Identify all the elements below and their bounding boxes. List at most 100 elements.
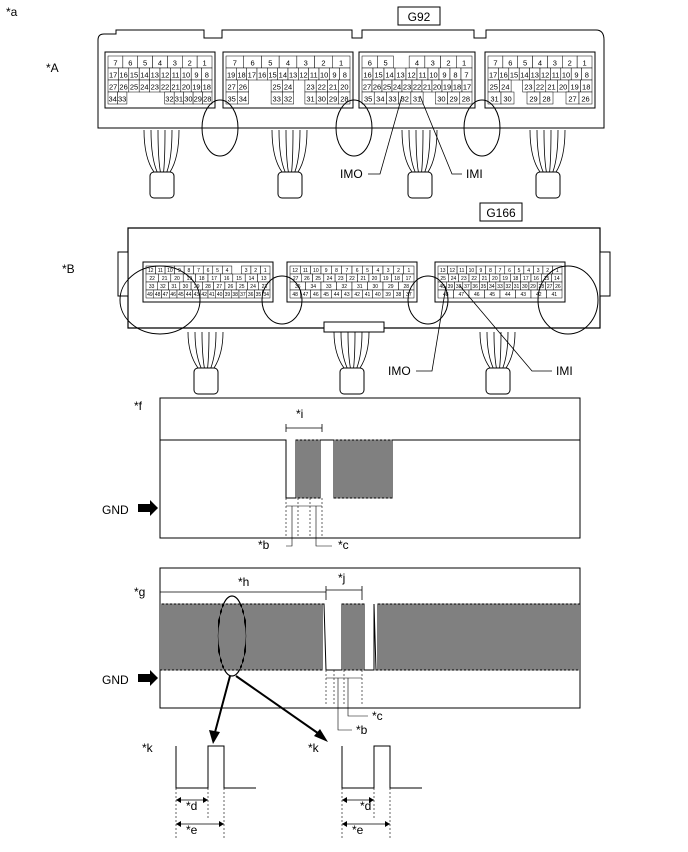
connector-a-pin-label: 2 [446,58,450,67]
connector-a-pin-label: 24 [140,82,148,91]
connector-a-pin-label: 27 [363,82,371,91]
connector-a-pin-label: 14 [279,70,287,79]
connector-a-pin-label: 10 [320,70,328,79]
connector-b-pin-label: 22 [471,276,477,282]
detail-right-trace [341,745,422,789]
connector-b-pin-label: 47 [303,292,309,298]
connector-a-pin-label: 1 [339,58,343,67]
connector-a-pin-label: 5 [268,58,272,67]
harness-wire [486,331,494,369]
connector-a-pin-label: 20 [559,82,567,91]
connector-b-pin-label: 6 [356,268,359,274]
connector-b-pin-label: 20 [492,276,498,282]
connector-b-pin-label: 12 [148,268,154,274]
connector-a-pin-label: 1 [462,58,466,67]
connector-b-pin-label: 30 [372,284,378,290]
connector-b-pin-label: 24 [250,284,256,290]
connector-b-pin-label: 23 [461,276,467,282]
connector-a-pin-label: 10 [429,70,437,79]
connector-a-pin-label: 18 [203,82,211,91]
zoom-ellipse [217,595,247,677]
connector-a-pin-label: 21 [423,82,431,91]
harness-wire [187,331,199,369]
connector-a-pin-label: 24 [501,82,509,91]
connector-b-pin-label: 15 [544,276,550,282]
connector-a-pin-label: 22 [536,82,544,91]
connector-a-pin-label: 15 [510,70,518,79]
connector-a-pin-label: 30 [503,94,511,103]
connector-b-pin-label: 44 [186,292,192,298]
connector-a-pin-label: 26 [581,94,589,103]
detail-left-trace [175,745,256,789]
label-c-g: *c [372,709,383,723]
connector-b-pin-label: 28 [205,284,211,290]
connector-a-pin-label: 31 [413,94,421,103]
label-j: *j [338,571,345,585]
connector-a-pin-label: 20 [340,82,348,91]
connector-a-pin-label: 18 [453,82,461,91]
connector-a-pin-label: 10 [562,70,570,79]
label-b-g: *b [356,723,368,737]
harness-wire [549,129,552,173]
connector-b-imi-leader [459,285,552,372]
connector-a-imo-label: IMO [340,167,363,181]
connector-b-pin-label: 30 [522,284,528,290]
harness-loop [335,99,373,157]
connector-b-pin-label: 1 [264,268,267,274]
harness-wire [157,129,161,173]
label-e-right: *e [352,823,364,837]
connector-b-pin-label: 5 [366,268,369,274]
connector-b-pin-label: 19 [502,276,508,282]
harness-wire [213,331,224,369]
connector-b-pin-label: 18 [394,276,400,282]
connector-b-pin-label: 12 [292,268,298,274]
connector-b-harness [119,265,599,395]
label-d-right: *d [360,799,371,813]
connector-a-pin-cell [459,91,473,105]
connector-a-pin-label: 2 [321,58,325,67]
connector-b-pin-label: 6 [508,268,511,274]
connector-a-pin-label: 8 [585,70,589,79]
label-k-left: *k [142,741,154,755]
connector-b-pin-label: 39 [385,292,391,298]
connector-b-pin-label: 24 [451,276,457,282]
connector-a-pin-cell [202,91,213,105]
connector-a-pin-label: 21 [329,82,337,91]
connector-b-pin-label: 43 [344,292,350,298]
connector-a-pin-label: 29 [449,94,457,103]
connector-a-pin-label: 1 [582,58,586,67]
connector-b-pin-label: 32 [341,284,347,290]
connector-b-pin-label: 38 [396,292,402,298]
detail-dim-lines [176,799,224,825]
connector-b-pin-label: 3 [245,268,248,274]
connector-b-pin-label: 12 [450,268,456,274]
connector-b-pin-label: 9 [325,268,328,274]
connector-b-name: G166 [486,206,516,220]
connector-a-pin-label: 35 [364,94,372,103]
waveform-f-dimensions [285,424,332,547]
connector-b-pin-label: 38 [456,284,462,290]
connector-b-pin-label: 45 [323,292,329,298]
connector-b-pin-label: 5 [518,268,521,274]
connector-a-pin-label: 23 [403,82,411,91]
harness-wire [505,331,516,369]
connector-b-pin-label: 41 [551,292,557,298]
harness-wire [194,331,202,369]
harness-wire [353,331,356,369]
harness-wire [169,129,180,173]
connector-b-pin-label: 28 [539,284,545,290]
connector-b-pin-label: 17 [406,276,412,282]
connector-a-pin-label: 8 [205,70,209,79]
connector-a-pin-label: 7 [113,58,117,67]
dim-bc-guides [325,670,363,706]
connector-a-pin-label: 31 [306,94,314,103]
connector-a-pin-cell [117,91,128,105]
connector-b-pin-label: 41 [209,292,215,298]
connector-b-pin-label: 21 [162,276,168,282]
connector-b-imo-label: IMO [388,364,411,378]
waveform-f-gnd-label: GND [102,503,129,517]
